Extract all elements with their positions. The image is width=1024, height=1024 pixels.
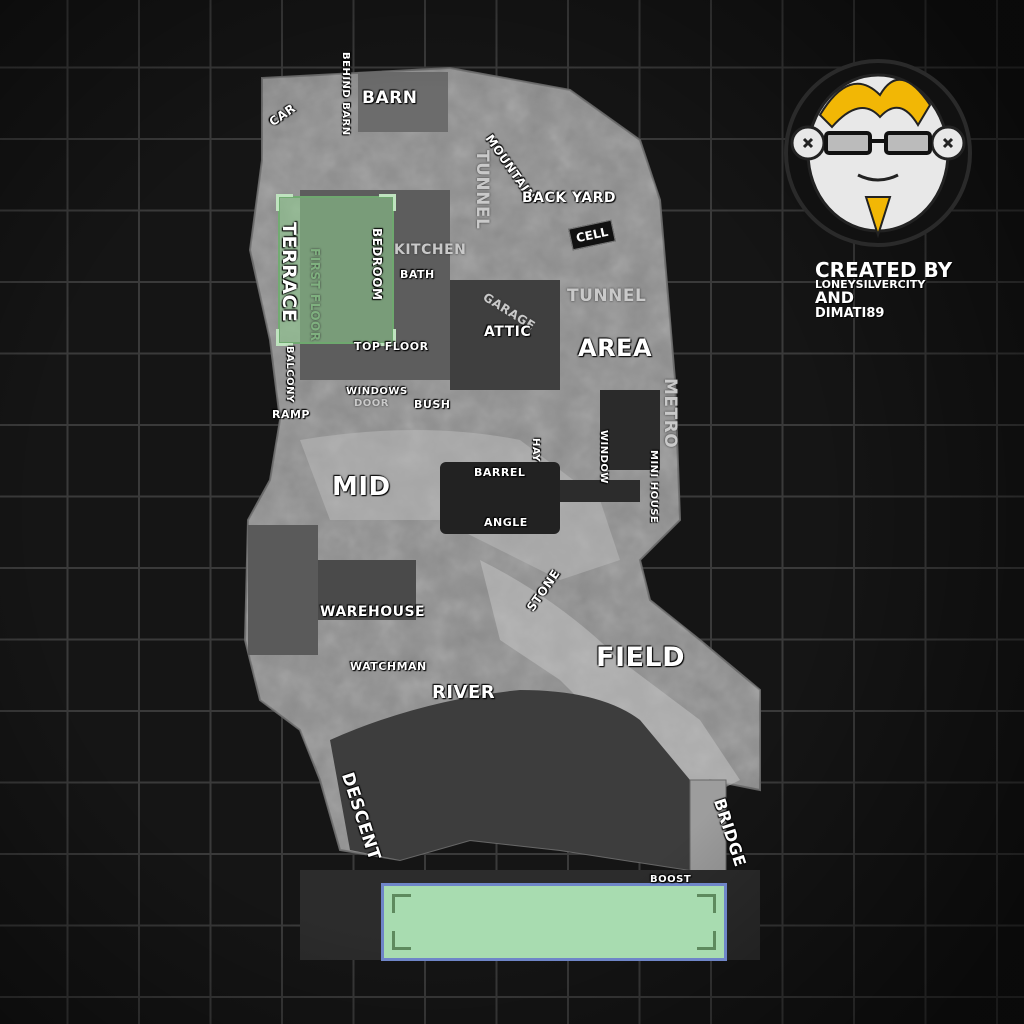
label-barrel: BARREL [474, 466, 526, 479]
credit-line-3: AND [815, 288, 855, 307]
label-warehouse: WAREHOUSE [320, 604, 426, 620]
credit-line-4: DIMATI89 [815, 306, 885, 321]
label-tunnel-upper: TUNNEL [472, 150, 492, 230]
label-hay: HAY [530, 438, 541, 462]
label-attic: ATTIC [484, 324, 532, 340]
label-angle: ANGLE [484, 516, 528, 529]
label-terrace: TERRACE [278, 222, 300, 323]
label-top-floor: TOP FLOOR [354, 340, 429, 353]
label-balcony: BALCONY [284, 346, 295, 403]
label-metro: METRO [660, 378, 680, 449]
label-bush: BUSH [414, 398, 451, 411]
label-mini-house: MINI HOUSE [648, 450, 659, 524]
label-back-yard: BACK YARD [522, 190, 617, 206]
label-mid: MID [332, 472, 391, 502]
label-tunnel-right: TUNNEL [567, 286, 647, 306]
label-watchman: WATCHMAN [350, 660, 427, 673]
label-boost: BOOST [650, 874, 692, 885]
zone-first-floor [276, 194, 396, 346]
label-behind-barn: BEHIND BARN [340, 52, 351, 136]
credit-line-1: CREATED BY [815, 258, 953, 282]
label-kitchen: KITCHEN [394, 242, 467, 258]
label-bath: BATH [400, 268, 435, 281]
label-first-floor: FIRST FLOOR [308, 248, 322, 342]
label-door: DOOR [354, 398, 390, 409]
label-window: WINDOW [598, 430, 609, 484]
label-ramp: RAMP [272, 408, 310, 421]
label-river: RIVER [432, 682, 496, 703]
label-barn: BARN [362, 88, 418, 108]
label-area: AREA [578, 334, 653, 362]
label-windows: WINDOWS [346, 386, 408, 397]
label-field: FIELD [596, 642, 686, 673]
zone-spawn-bottom [381, 883, 727, 961]
credit-line-2: LONEYSILVERCITY [815, 278, 926, 291]
avatar-logo-icon [784, 59, 972, 247]
label-bedroom: BEDROOM [370, 228, 384, 301]
